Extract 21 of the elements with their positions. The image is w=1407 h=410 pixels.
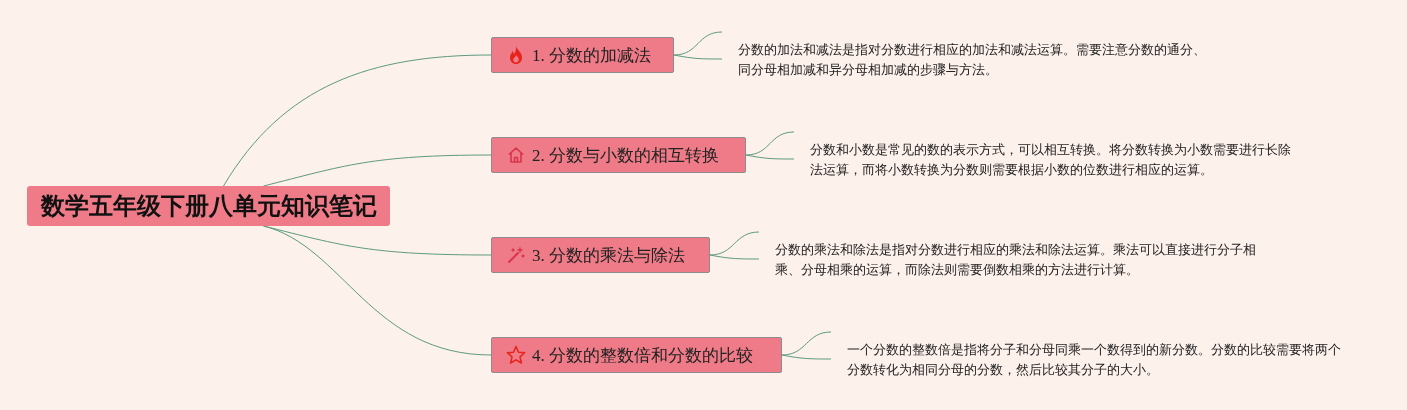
topic-box — [491, 237, 710, 273]
central-topic-box — [27, 186, 390, 226]
topic-box — [491, 137, 746, 173]
topic-box — [491, 37, 674, 73]
connector-line — [709, 231, 760, 260]
topic-title: 2. 分数与小数的相互转换 — [532, 144, 719, 167]
central-topic-title: 数学五年级下册八单元知识笔记 — [40, 191, 377, 222]
connector-line — [263, 154, 492, 187]
connector-line — [745, 131, 795, 160]
connector-line — [223, 54, 492, 187]
topic-box — [491, 337, 782, 373]
topic-title: 1. 分数的加减法 — [532, 44, 651, 67]
topic-title: 4. 分数的整数倍和分数的比较 — [532, 344, 753, 367]
note-text: 一个分数的整数倍是指将分子和分母同乘一个数得到的新分数。分数的比较需要将两个分数转化为相同分母的分数，然后比较其分子的大小。 — [831, 340, 1351, 380]
connector-line — [263, 225, 492, 356]
note-text: 分数的乘法和除法是指对分数进行相应的乘法和除法运算。乘法可以直接进行分子相乘、分母相乘的运算，而除法则需要倒数相乘的方法进行计算。 — [759, 240, 1265, 280]
connector-line — [781, 331, 832, 360]
note-text: 分数和小数是常见的数的表示方式，可以相互转换。将分数转换为小数需要进行长除法运算，而将小数转换为分数则需要根据小数的位数进行相应的运算。 — [794, 140, 1300, 180]
connector-line — [673, 31, 723, 60]
note-text: 分数的加法和减法是指对分数进行相应的加法和减法运算。需要注意分数的通分、同分母相加减和异分母相加减的步骤与方法。 — [722, 40, 1214, 80]
topic-title: 3. 分数的乘法与除法 — [532, 244, 685, 267]
